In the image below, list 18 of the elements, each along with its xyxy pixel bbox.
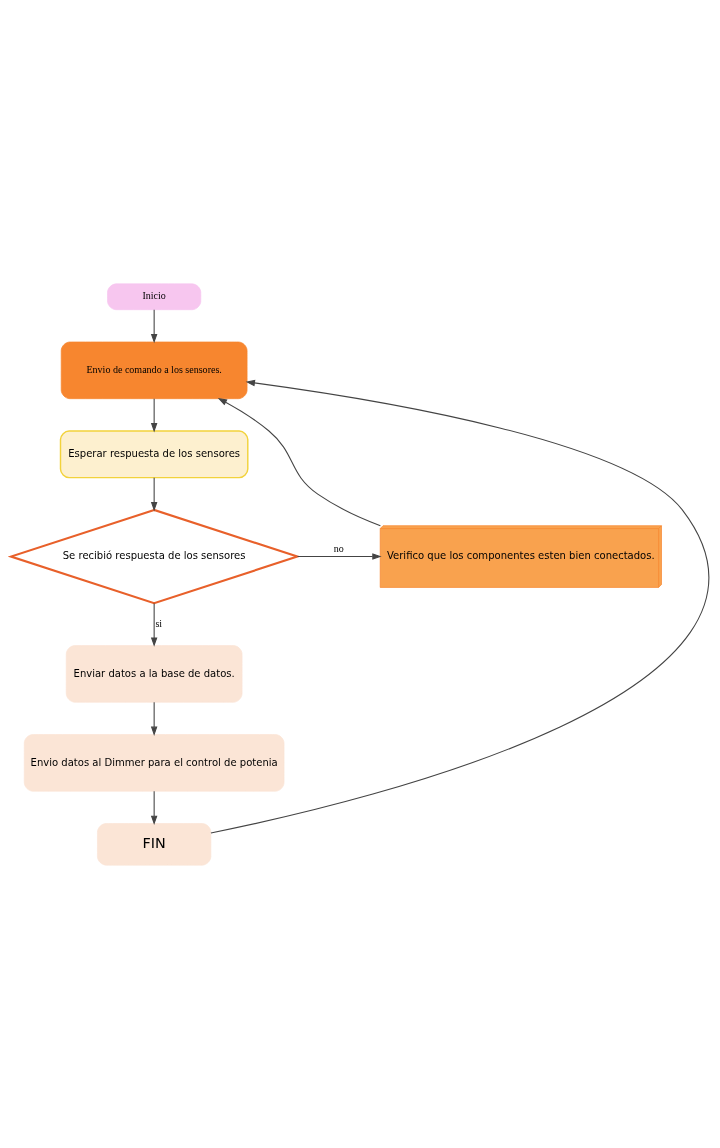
node-box: Envio datos al Dimmer para el control de potenia — [23, 733, 285, 792]
node-box: Enviar datos a la base de datos. — [65, 644, 243, 703]
arrow — [150, 602, 158, 647]
edge-label: no — [333, 542, 344, 554]
node-diamond: Se recibió respuesta de los sensores — [8, 508, 301, 604]
edge-label: si — [155, 617, 163, 629]
arrow — [150, 790, 158, 825]
arrow — [210, 379, 708, 833]
node-box: Inicio — [107, 283, 202, 310]
arrow — [150, 308, 158, 343]
arrow — [150, 476, 158, 511]
node-box: FIN — [97, 822, 212, 865]
arrow — [150, 701, 158, 736]
arrow — [217, 397, 381, 526]
node-box: Envio de comando a los sensores. — [60, 341, 248, 399]
arrow — [150, 397, 158, 432]
node-box: Esperar respuesta de los sensores — [59, 429, 249, 478]
arrow — [296, 552, 382, 560]
